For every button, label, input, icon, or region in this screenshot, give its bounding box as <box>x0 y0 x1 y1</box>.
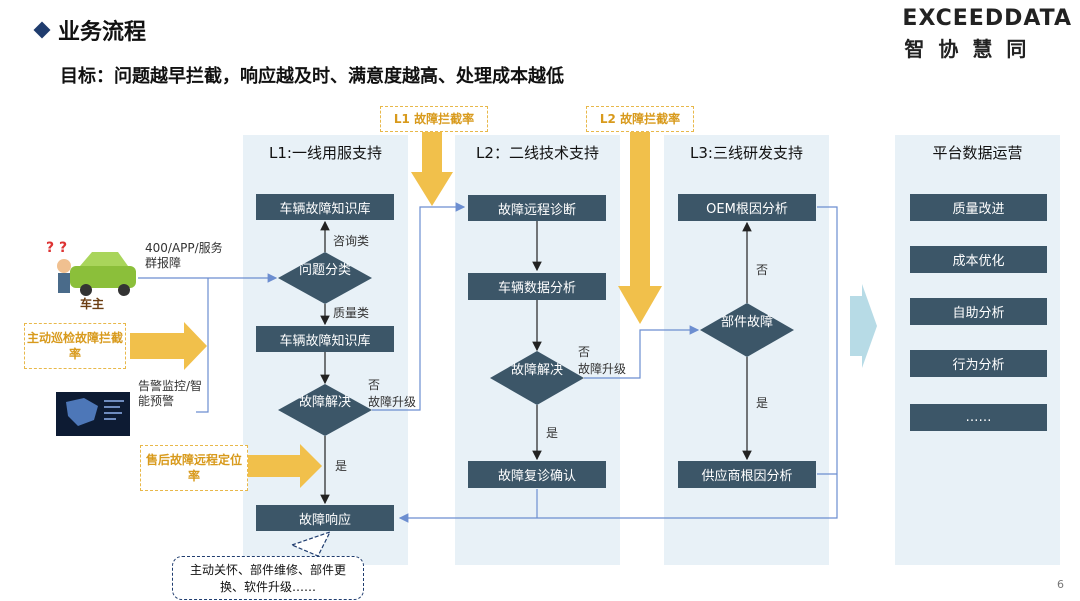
re-diagnosis-confirm-box: 故障复诊确认 <box>468 461 606 488</box>
page-number: 6 <box>1057 578 1064 591</box>
logo-text-en: EXCEEDDATA <box>902 6 1072 31</box>
l2-resolve-label: 故障解决 <box>510 363 563 378</box>
proactive-inspection-tag: 主动巡检故障拦截率 <box>24 323 126 369</box>
classify-label: 问题分类 <box>298 263 351 278</box>
proactive-arrow <box>130 322 207 370</box>
consult-label: 咨询类 <box>333 234 370 248</box>
channel-label: 400/APP/服务群报障 <box>145 241 223 270</box>
platform-item: 自助分析 <box>910 298 1047 325</box>
l1-yes-label: 是 <box>335 459 348 473</box>
monitor-illustration <box>56 392 130 436</box>
remote-locating-rate-tag: 售后故障远程定位率 <box>140 445 248 491</box>
quality-label: 质量类 <box>333 306 370 320</box>
l3-part-diamond <box>700 303 794 357</box>
platform-item: 成本优化 <box>910 246 1047 273</box>
remote-arrow <box>248 444 322 488</box>
column-header-l2: L2：二线技术支持 <box>476 144 599 162</box>
car-owner-label: 车主 <box>80 297 105 311</box>
oem-root-cause-box: OEM根因分析 <box>678 194 816 221</box>
l1-intercept-arrow <box>411 132 453 206</box>
l1-escalate-label: 故障升级 <box>368 395 417 409</box>
page-title: 业务流程 <box>58 20 147 45</box>
l2-resolve-diamond <box>490 351 584 405</box>
to-platform-arrow <box>850 284 877 368</box>
l2-escalate-label: 故障升级 <box>578 362 627 376</box>
l2-no-label: 否 <box>578 345 591 359</box>
l1-knowledge-base-top: 车辆故障知识库 <box>256 194 394 220</box>
column-header-l1: L1:一线用服支持 <box>269 144 382 162</box>
part-fault-label: 部件故障 <box>720 315 773 330</box>
platform-item: 质量改进 <box>910 194 1047 221</box>
l2-intercept-arrow <box>618 132 662 324</box>
l1-classify-diamond <box>278 252 372 304</box>
l3-yes-label: 是 <box>756 396 769 410</box>
l1-intercept-rate-tag: L1 故障拦截率 <box>380 106 488 132</box>
platform-item: 行为分析 <box>910 350 1047 377</box>
vehicle-data-analysis-box: 车辆数据分析 <box>468 273 606 300</box>
svg-text:? ?: ? ? <box>46 240 67 256</box>
l1-resolve-label: 故障解决 <box>298 395 351 410</box>
l1-no-label: 否 <box>368 378 381 392</box>
car-owner-illustration: ? ? <box>46 240 136 296</box>
fault-response-box: 故障响应 <box>256 505 394 531</box>
platform-item: …… <box>910 404 1047 431</box>
l2-yes-label: 是 <box>546 426 559 440</box>
column-header-l3: L3:三线研发支持 <box>690 144 803 162</box>
l1-knowledge-base-bottom: 车辆故障知识库 <box>256 326 394 352</box>
l3-no-label: 否 <box>756 263 769 277</box>
page-subtitle: 目标：问题越早拦截，响应越及时、满意度越高、处理成本越低 <box>60 66 564 87</box>
supplier-root-cause-box: 供应商根因分析 <box>678 461 816 488</box>
remote-diagnosis-box: 故障远程诊断 <box>468 195 606 221</box>
title-row: 业务流程 <box>33 14 147 46</box>
response-actions-callout: 主动关怀、部件维修、部件更换、软件升级…… <box>172 556 364 600</box>
column-header-platform: 平台数据运营 <box>932 144 1023 162</box>
logo-text-cn: 智协慧同 <box>904 37 1041 61</box>
company-logo: EXCEEDDATA 智协慧同 <box>902 6 1072 62</box>
l2-intercept-rate-tag: L2 故障拦截率 <box>586 106 694 132</box>
l1-resolve-diamond <box>278 384 372 436</box>
alert-monitor-label: 告警监控/智能预警 <box>138 379 203 408</box>
